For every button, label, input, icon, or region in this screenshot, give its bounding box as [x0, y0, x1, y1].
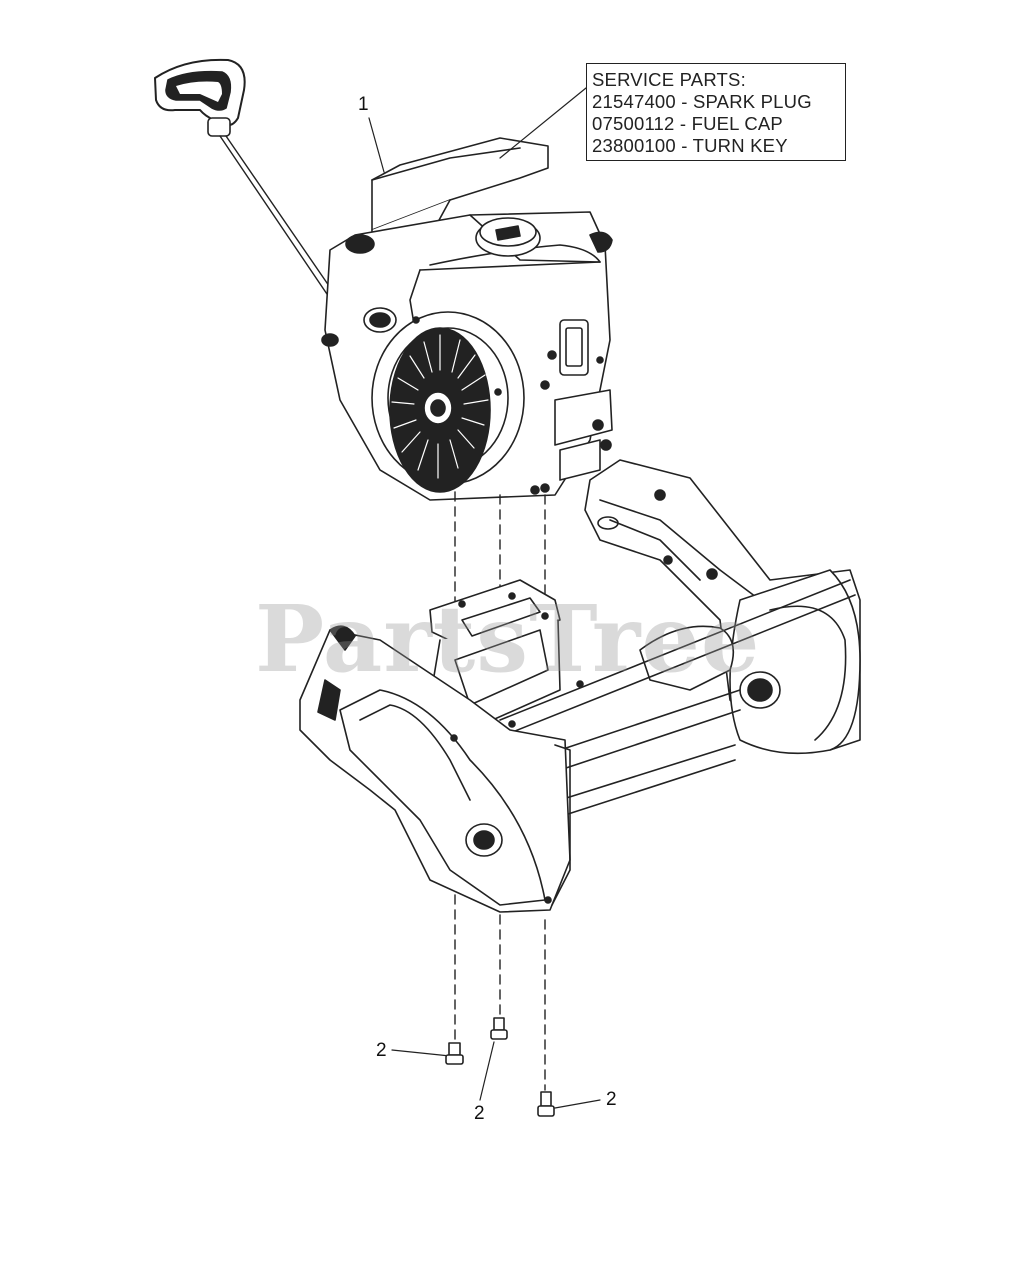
bolt-middle: [490, 1017, 508, 1040]
callout-bolt-left: 2: [376, 1040, 387, 1061]
engine: [321, 137, 613, 501]
alignment-lines: [454, 491, 546, 1091]
service-parts-box: SERVICE PARTS: 21547400 - SPARK PLUG 075…: [586, 63, 846, 161]
service-part-item: 23800100 - TURN KEY: [592, 135, 788, 156]
leader-lines: [368, 87, 601, 1109]
bolt-left: [445, 1042, 464, 1065]
callout-bolt-middle: 2: [474, 1103, 485, 1124]
service-part-item: 21547400 - SPARK PLUG: [592, 91, 812, 112]
callout-bolt-right: 2: [606, 1089, 617, 1110]
service-parts-heading: SERVICE PARTS:: [592, 69, 746, 90]
callout-engine: 1: [358, 94, 369, 115]
service-part-item: 07500112 - FUEL CAP: [592, 113, 783, 134]
bolt-right: [537, 1091, 555, 1117]
frame-housing: [299, 459, 861, 913]
